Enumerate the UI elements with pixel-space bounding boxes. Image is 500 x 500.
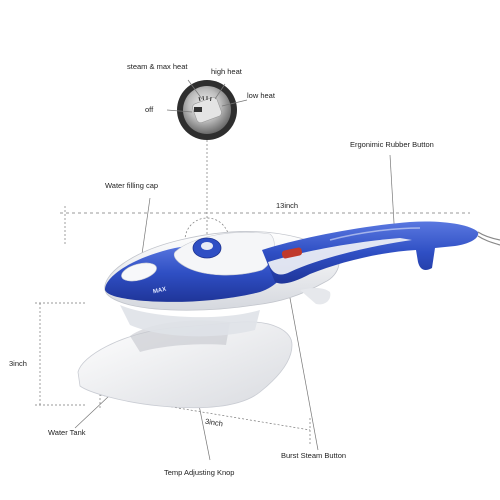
label-ergonomic-rubber-button: Ergonimic Rubber Button <box>350 140 434 149</box>
water-filling-cap <box>121 262 157 282</box>
label-off: off <box>145 105 154 114</box>
label-length-dimension: 13inch <box>276 201 299 210</box>
dial-grip <box>192 96 222 124</box>
label-height-dimension: 3inch <box>9 359 27 368</box>
label-steam-max-heat: steam & max heat <box>127 62 188 71</box>
label-high-heat: high heat <box>211 67 242 76</box>
burst-steam-button <box>281 247 303 259</box>
label-temp-adjusting-knob: Temp Adjusting Knop <box>164 468 235 477</box>
label-water-filling-cap: Water filling cap <box>105 181 159 190</box>
steamer-body <box>104 231 340 337</box>
power-cord <box>477 231 500 241</box>
steamer-handle <box>262 221 500 305</box>
label-low-heat: low heat <box>247 91 275 100</box>
label-water-tank: Water Tank <box>48 428 86 437</box>
dial-tick-marks <box>198 95 212 102</box>
dial-off-mark <box>194 107 202 112</box>
temperature-dial-zoom <box>177 80 237 140</box>
label-burst-steam-button: Burst Steam Button <box>281 451 347 460</box>
